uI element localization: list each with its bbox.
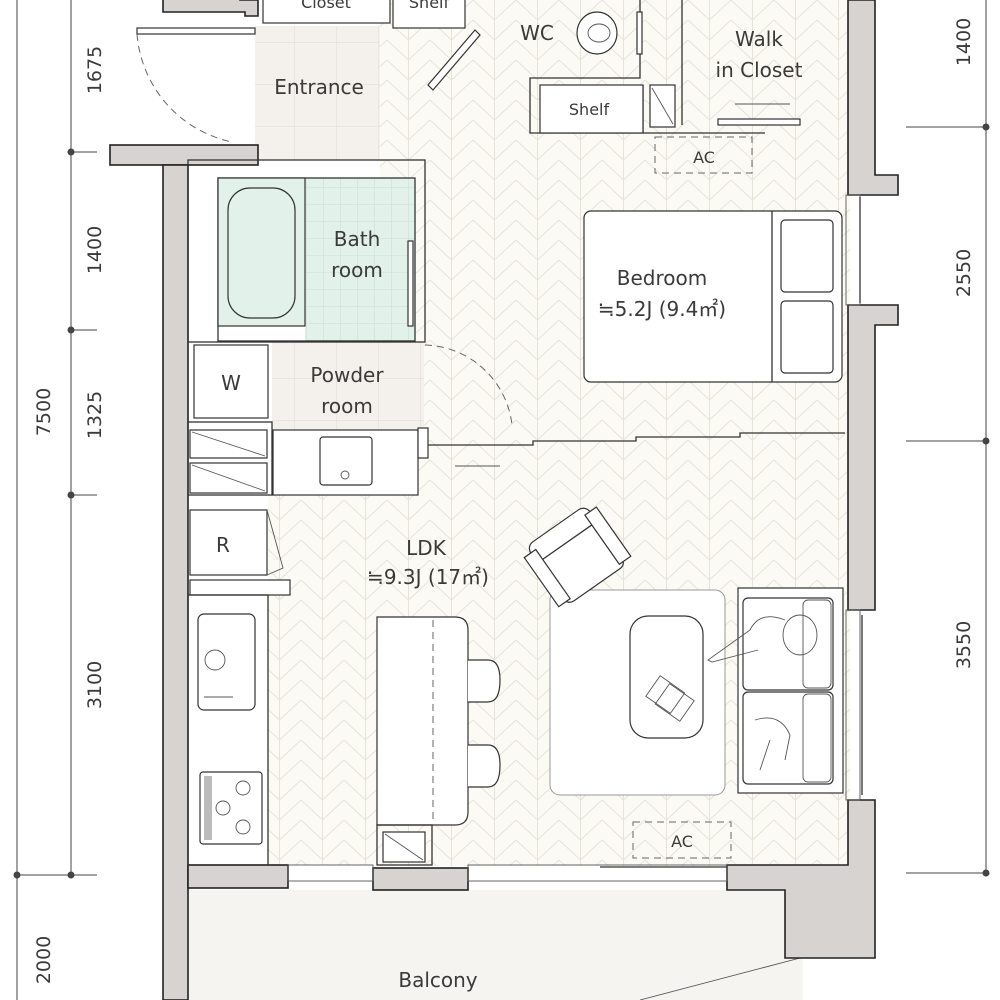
- dim-left-seg-3: 1325: [84, 391, 106, 439]
- powder-floor: [272, 342, 424, 430]
- label-entrance: Entrance: [274, 75, 364, 99]
- closet: [262, 0, 391, 24]
- sofa: [707, 587, 844, 794]
- dim-right-seg-2: 2550: [953, 249, 975, 297]
- label-powder-2: room: [321, 394, 373, 418]
- label-ldk: LDK: [406, 536, 447, 560]
- kitchen-sink-icon: [197, 613, 256, 711]
- entrance-floor: [255, 26, 380, 160]
- windows: [287, 194, 863, 882]
- fridge: [189, 509, 268, 576]
- toilet-icon: [576, 11, 643, 55]
- label-powder-1: Powder: [310, 363, 384, 387]
- washer: [193, 344, 269, 419]
- label-ac-bedroom: AC: [693, 148, 715, 167]
- dim-right-seg-1: 1400: [953, 18, 975, 66]
- coffee-table: [629, 615, 704, 739]
- ac-unit-bedroom: [654, 136, 753, 174]
- dim-left-seg-2: 1400: [84, 226, 106, 274]
- kitchen-island: [376, 616, 469, 826]
- shelf-top: [392, 0, 466, 29]
- label-shelf: Shelf: [569, 100, 610, 119]
- label-bath-2: room: [331, 258, 383, 282]
- label-wc: WC: [520, 21, 554, 45]
- bed: [583, 210, 843, 383]
- stove-icon: [199, 771, 263, 845]
- label-ac-ldk: AC: [671, 832, 693, 851]
- balcony-floor: [188, 890, 803, 1000]
- dim-right-seg-3: 3550: [953, 621, 975, 669]
- label-walk-in-closet-2: in Closet: [716, 58, 803, 82]
- armchair: [523, 506, 632, 608]
- label-bedroom: Bedroom: [617, 266, 707, 290]
- label-shelf-top: Shelf: [409, 0, 450, 12]
- label-closet: Closet: [301, 0, 351, 12]
- label-bedroom-area: ≒5.2J (9.4㎡): [598, 297, 726, 321]
- ac-unit-ldk: [632, 821, 732, 859]
- label-washer: W: [221, 371, 241, 395]
- sink: [319, 436, 373, 486]
- dim-left-seg-4: 3100: [84, 661, 106, 709]
- label-balcony: Balcony: [398, 968, 477, 992]
- dimension-lines: [13, 0, 990, 1000]
- label-fridge: R: [216, 533, 230, 557]
- label-walk-in-closet-1: Walk: [735, 27, 783, 51]
- label-ldk-area: ≒9.3J (17㎡): [367, 565, 489, 589]
- shelf: [539, 84, 644, 134]
- dim-left-balcony: 2000: [33, 936, 55, 984]
- dim-left-total: 7500: [33, 388, 55, 436]
- label-bath-1: Bath: [334, 227, 381, 251]
- dim-left-seg-1: 1675: [84, 46, 106, 94]
